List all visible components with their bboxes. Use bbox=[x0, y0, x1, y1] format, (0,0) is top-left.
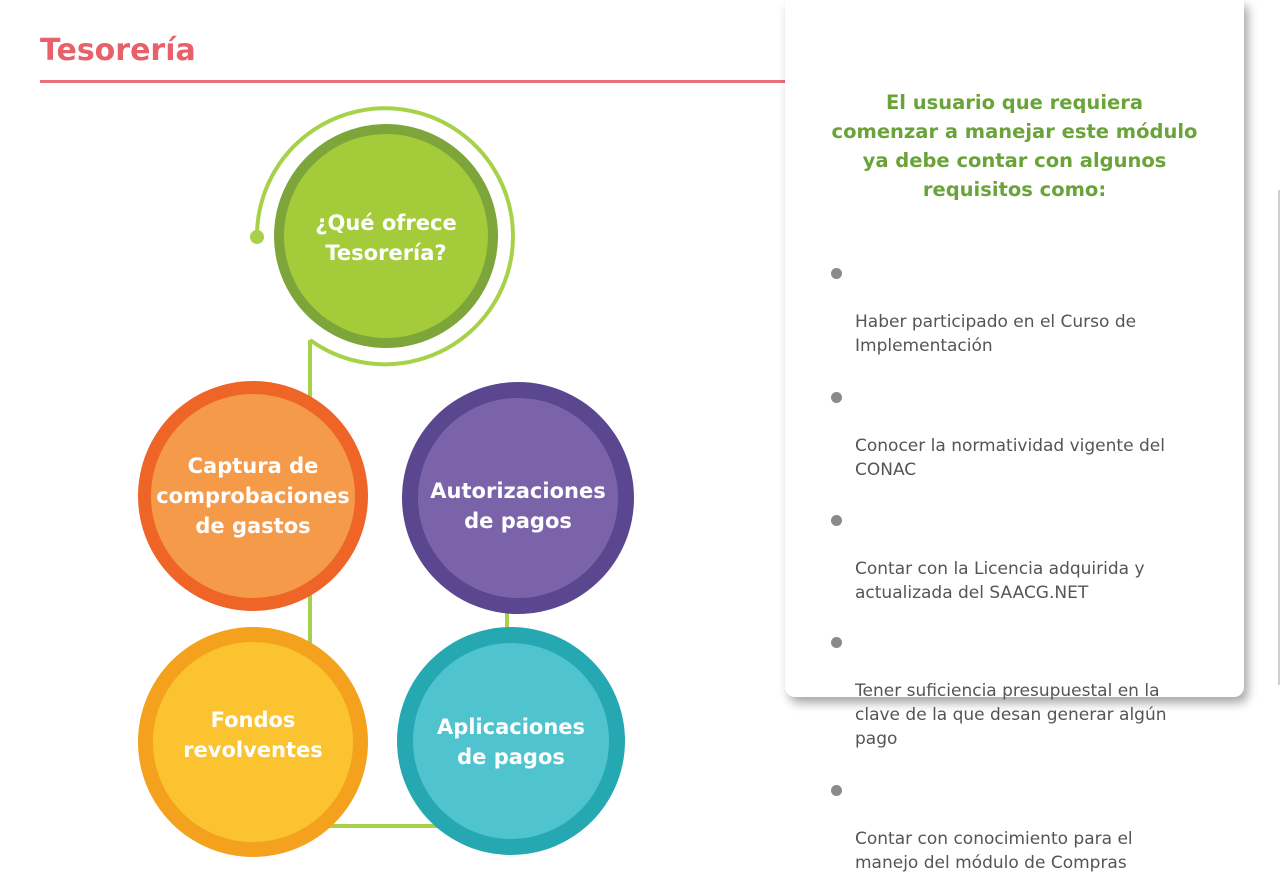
arc-end-dot bbox=[250, 230, 264, 244]
title-divider bbox=[40, 80, 785, 83]
list-item: Conocer la normatividad vigente del CONA… bbox=[831, 386, 1231, 482]
tesoreria-diagram bbox=[138, 106, 634, 857]
requirements-list: Haber participado en el Curso de Impleme… bbox=[831, 262, 1231, 875]
center-outer-arc bbox=[254, 106, 515, 367]
bullet-icon bbox=[831, 268, 842, 279]
list-item: Tener suficiencia presupuestal en la cla… bbox=[831, 631, 1231, 751]
requirement-text: Contar con la Licencia adquirida y actua… bbox=[855, 559, 1145, 603]
bullet-icon bbox=[831, 785, 842, 796]
requirement-text: Conocer la normatividad vigente del CONA… bbox=[855, 436, 1165, 480]
node-fondos-label: Fondos revolventes bbox=[183, 708, 323, 762]
node-autorizaciones bbox=[402, 382, 634, 614]
requirement-text: Contar con conocimiento para el manejo d… bbox=[855, 829, 1133, 873]
list-item: Contar con la Licencia adquirida y actua… bbox=[831, 509, 1231, 605]
bullet-icon bbox=[831, 392, 842, 403]
requirement-text: Tener suficiencia presupuestal en la cla… bbox=[855, 681, 1167, 749]
node-captura-label: Captura de comprobaciones de gastos bbox=[156, 454, 350, 538]
node-autorizaciones-label: Autorizaciones de pagos bbox=[430, 479, 606, 533]
node-aplicaciones bbox=[397, 627, 625, 855]
requirements-heading: El usuario que requiera comenzar a manej… bbox=[831, 91, 1198, 201]
page-title: Tesorería bbox=[40, 33, 196, 68]
list-item: Haber participado en el Curso de Impleme… bbox=[831, 262, 1231, 358]
node-aplicaciones-label: Aplicaciones de pagos bbox=[436, 715, 586, 769]
node-fondos bbox=[138, 627, 368, 857]
center-node bbox=[274, 124, 498, 348]
node-captura bbox=[138, 381, 368, 611]
requirement-text: Haber participado en el Curso de Impleme… bbox=[855, 312, 1137, 356]
bullet-icon bbox=[831, 637, 842, 648]
center-node-label: ¿Qué ofrece Tesorería? bbox=[315, 211, 457, 265]
requirements-card: El usuario que requiera comenzar a manej… bbox=[785, 0, 1244, 873]
bullet-icon bbox=[831, 515, 842, 526]
edge-divider bbox=[1278, 190, 1280, 685]
list-item: Contar con conocimiento para el manejo d… bbox=[831, 779, 1231, 875]
